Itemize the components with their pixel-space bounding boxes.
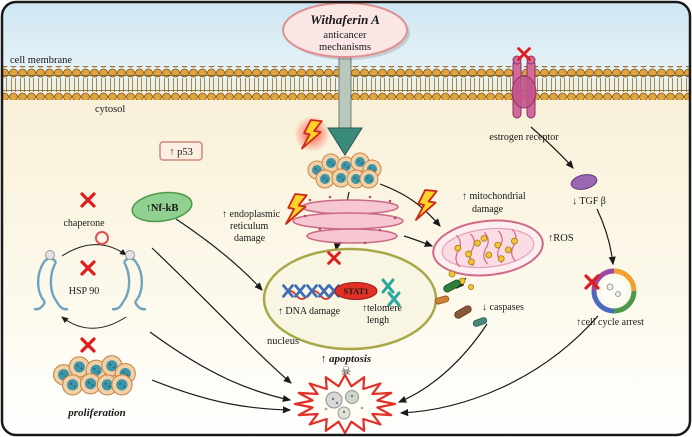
title-text: Withaferin A <box>310 12 380 27</box>
label-cell-membrane: cell membrane <box>10 55 72 66</box>
ros-dots <box>454 234 518 266</box>
arrow <box>397 323 488 403</box>
tgf-beta-protein <box>570 174 598 190</box>
explosion-burst <box>293 373 397 435</box>
nucleus: STAT1 ↑ DNA damage ↑telomere lengh <box>262 247 438 351</box>
title-oval: Withaferin A anticancer mechanisms <box>282 2 410 60</box>
label-stat1: STAT1 <box>343 286 368 296</box>
label-mito-damage-2: damage <box>472 204 504 215</box>
arrow <box>61 316 127 329</box>
title-sub2: mechanisms <box>319 42 371 53</box>
label-nfkb: ↑Nf-kB <box>146 203 179 214</box>
arrow <box>151 379 292 414</box>
label-telomere-2: lengh <box>367 315 389 326</box>
title-sub1: anticancer <box>323 30 367 41</box>
label-apoptosis: ↑ apoptosis <box>321 353 371 365</box>
label-cell-cycle-arrest: ↑cell cycle arrest <box>576 317 644 328</box>
label-mito-damage-1: ↑ mitochondrial <box>462 191 526 202</box>
label-dna-damage: ↑ DNA damage <box>278 306 341 317</box>
label-hsp90: HSP 90 <box>69 286 99 297</box>
label-telomere-1: ↑telomere <box>362 303 403 314</box>
cell-cycle-wheel <box>591 268 637 314</box>
label-proliferation: proliferation <box>67 407 125 419</box>
label-caspases: ↓ caspases <box>482 302 524 313</box>
stat1-protein <box>334 282 378 300</box>
label-nucleus: nucleus <box>267 336 299 347</box>
label-ros: ↑ROS <box>548 233 574 244</box>
label-p53: ↑ p53 <box>169 147 193 158</box>
arrow <box>151 247 292 384</box>
nfkb-protein: ↑Nf-kB <box>131 191 193 223</box>
caspase-capsules <box>434 279 488 327</box>
p53-box: ↑ p53 <box>159 141 203 161</box>
ribosome-dots <box>303 195 397 245</box>
arrow <box>175 218 263 291</box>
er-organelle <box>292 195 404 245</box>
chaperone-icon <box>95 231 109 245</box>
label-tgf-beta: ↓ TGF β <box>572 196 606 207</box>
label-er-damage-2: reticulum <box>230 221 269 232</box>
dying-cells <box>324 390 364 420</box>
label-er-damage-3: damage <box>234 233 266 244</box>
label-cytosol: cytosol <box>95 104 125 115</box>
arrow <box>403 235 434 247</box>
label-chaperone: chaperone <box>63 218 105 229</box>
ros-dots-leaking <box>448 270 474 290</box>
arrow <box>596 208 616 266</box>
mitochondria <box>432 219 544 277</box>
estrogen-receptor <box>511 55 537 119</box>
arrow <box>379 183 441 227</box>
hsp90-complex: chaperone HSP 90 <box>32 192 148 353</box>
label-estrogen-receptor: estrogen receptor <box>489 132 559 143</box>
arrow <box>149 331 292 403</box>
label-er-damage-1: ↑ endoplasmic <box>222 209 281 220</box>
arrow <box>399 315 599 417</box>
arrow <box>530 126 574 169</box>
arrow <box>61 244 127 257</box>
skull-crossbones-icon: ☠ <box>341 364 352 378</box>
